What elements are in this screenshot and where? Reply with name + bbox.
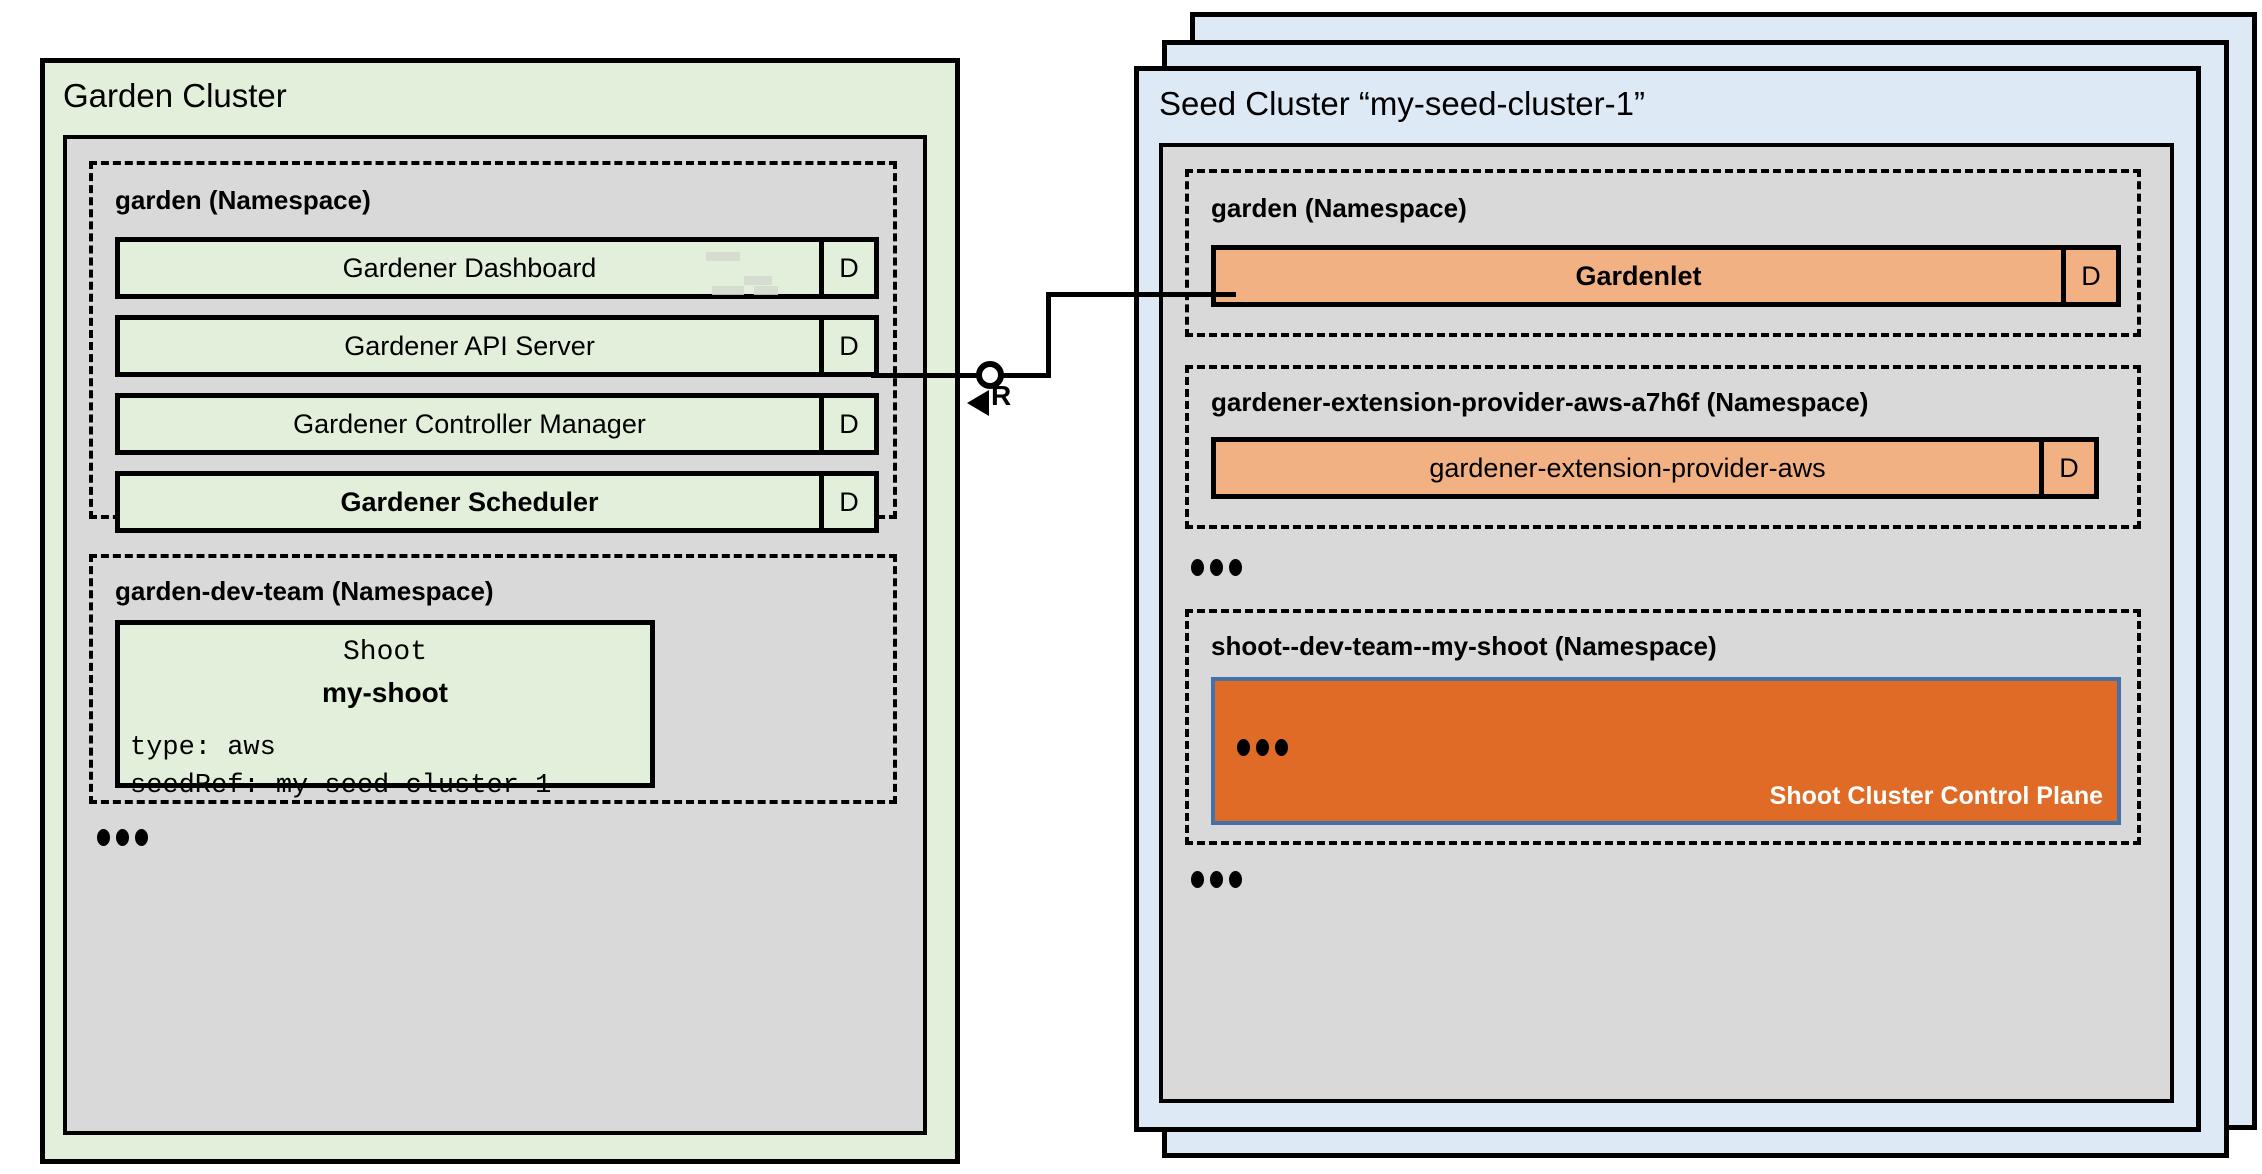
component-gardener-scheduler-label: Gardener Scheduler — [340, 486, 599, 517]
garden-cluster-inner-shell: garden (Namespace) Gardener Dashboard D … — [63, 135, 927, 1135]
component-gardener-extension-provider-aws[interactable]: gardener-extension-provider-aws D — [1211, 437, 2099, 499]
shoot-resource-name: my-shoot — [322, 677, 448, 708]
shoot-resource-field-seedref: seedRef: my-seed-cluster-1 — [130, 771, 552, 801]
garden-namespace-title: garden (Namespace) — [115, 185, 371, 215]
component-gardener-api-server-label: Gardener API Server — [344, 330, 595, 361]
component-gardener-extension-provider-aws-kind: D — [2039, 442, 2094, 494]
garden-dev-team-namespace-title: garden-dev-team (Namespace) — [115, 576, 494, 606]
shoot-resource-card[interactable]: Shoot my-shoot type: aws seedRef: my-see… — [115, 620, 655, 801]
connector-arrow-icon — [967, 390, 989, 416]
garden-cluster-title: Garden Cluster — [63, 77, 287, 114]
component-gardener-extension-provider-aws-label: gardener-extension-provider-aws — [1429, 452, 1826, 483]
dashboard-ghost-mark-1 — [706, 252, 740, 261]
shoot-resource-kind: Shoot — [342, 637, 427, 668]
shoot-namespace[interactable]: shoot--dev-team--my-shoot (Namespace) Sh… — [1185, 609, 2141, 845]
component-gardenlet-kind: D — [2061, 250, 2116, 302]
component-gardener-controller-manager[interactable]: Gardener Controller Manager D — [115, 393, 879, 455]
seed-garden-namespace-title: garden (Namespace) — [1211, 193, 1467, 223]
extension-provider-namespace[interactable]: gardener-extension-provider-aws-a7h6f (N… — [1185, 365, 2141, 529]
shoot-cluster-control-plane[interactable]: Shoot Cluster Control Plane — [1211, 677, 2121, 825]
component-gardener-dashboard-label: Gardener Dashboard — [342, 252, 597, 283]
dashboard-ghost-mark-3 — [712, 286, 744, 295]
shoot-namespace-title: shoot--dev-team--my-shoot (Namespace) — [1211, 631, 1717, 661]
connector-segment-horizontal-left — [871, 373, 1051, 378]
garden-dev-team-namespace[interactable]: garden-dev-team (Namespace) Shoot my-sho… — [89, 554, 897, 804]
component-gardenlet-label: Gardenlet — [1575, 260, 1702, 291]
component-gardener-api-server-kind: D — [819, 320, 874, 372]
extension-provider-namespace-title: gardener-extension-provider-aws-a7h6f (N… — [1211, 387, 1869, 417]
connector-segment-horizontal-right — [1046, 292, 1236, 297]
seed-cluster[interactable]: Seed Cluster “my-seed-cluster-1” garden … — [1134, 66, 2201, 1132]
garden-namespace[interactable]: garden (Namespace) Gardener Dashboard D … — [89, 161, 897, 533]
component-gardener-scheduler-kind: D — [819, 476, 874, 528]
dashboard-ghost-mark-2 — [744, 276, 772, 285]
seed-cluster-title: Seed Cluster “my-seed-cluster-1” — [1159, 85, 1645, 122]
seed-cluster-more-dots-bottom — [1191, 871, 1242, 888]
connector-label: R — [991, 380, 1012, 411]
component-gardener-dashboard[interactable]: Gardener Dashboard D — [115, 237, 879, 299]
seed-cluster-inner-shell: garden (Namespace) Gardenlet D gardener-… — [1159, 143, 2174, 1103]
component-gardenlet[interactable]: Gardenlet D — [1211, 245, 2121, 307]
component-gardener-scheduler[interactable]: Gardener Scheduler D — [115, 471, 879, 533]
dashboard-ghost-mark-4 — [754, 286, 778, 295]
component-gardener-controller-manager-kind: D — [819, 398, 874, 450]
connector-socket-icon — [976, 361, 1004, 389]
garden-cluster-more-dots — [97, 829, 148, 846]
connector-segment-vertical — [1046, 292, 1051, 378]
control-plane-more-dots — [1237, 739, 1288, 756]
shoot-resource-field-type: type: aws — [130, 733, 276, 763]
shoot-cluster-control-plane-label: Shoot Cluster Control Plane — [1769, 782, 2103, 810]
component-gardener-dashboard-kind: D — [819, 242, 874, 294]
seed-garden-namespace[interactable]: garden (Namespace) Gardenlet D — [1185, 169, 2141, 337]
component-gardener-api-server[interactable]: Gardener API Server D — [115, 315, 879, 377]
component-gardener-controller-manager-label: Gardener Controller Manager — [293, 408, 646, 439]
seed-cluster-more-dots-middle — [1191, 559, 1242, 576]
garden-cluster[interactable]: Garden Cluster garden (Namespace) Garden… — [40, 58, 960, 1164]
